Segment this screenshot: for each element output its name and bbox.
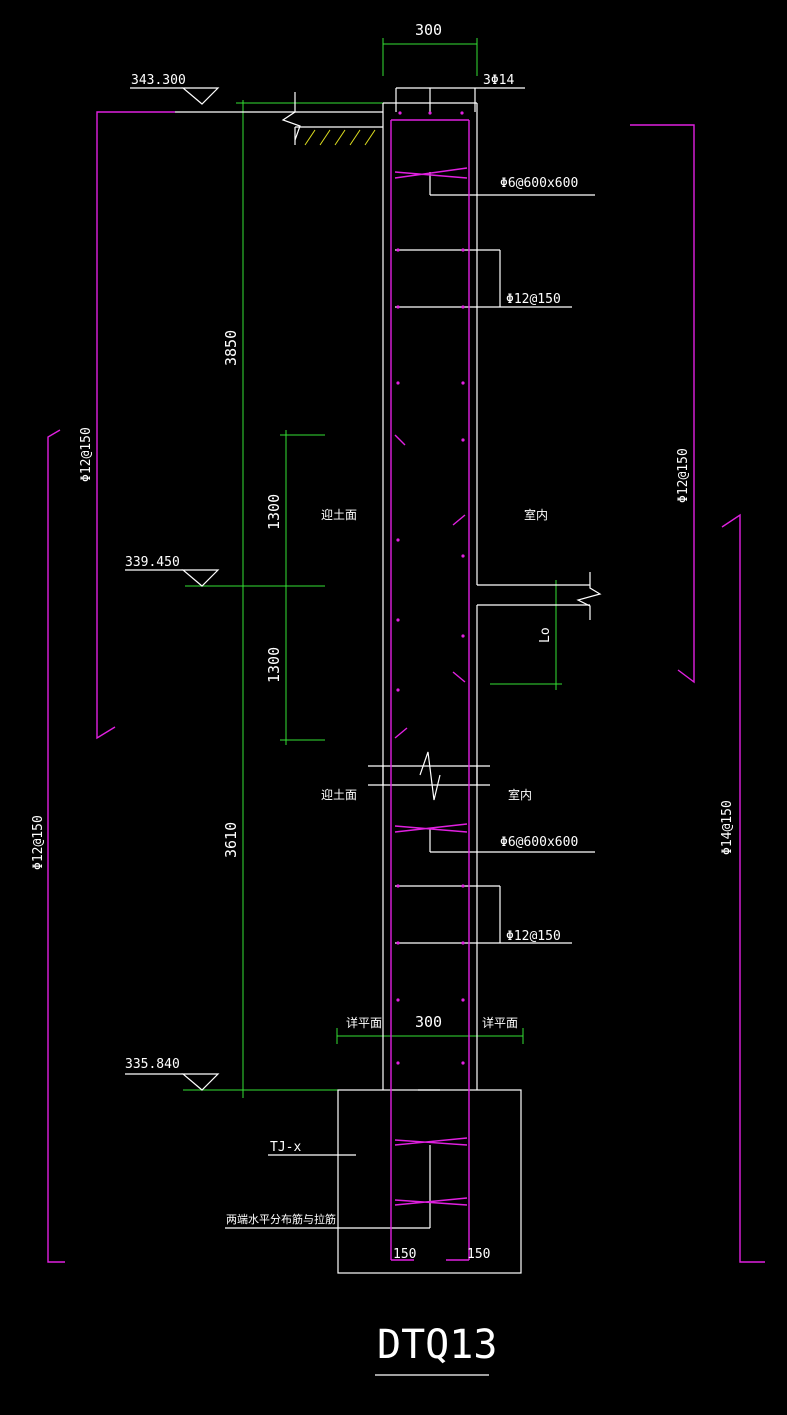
dim-sub-1: 1300 (265, 494, 283, 530)
drawing-title: DTQ13 (377, 1322, 497, 1368)
elevation-mid: 339.450 (125, 555, 180, 570)
rebar-dots (396, 111, 465, 1065)
horiz-label-upper: Φ12@150 (506, 292, 561, 307)
rebar-right-lower: Φ14@150 (720, 800, 735, 855)
dim-sub-2: 1300 (265, 647, 283, 683)
dim-half-right: 150 (467, 1247, 490, 1262)
dim-lower-height: 3610 (222, 822, 240, 858)
footing-note: 两端水平分布筋与拉筋 (226, 1212, 336, 1226)
note-soil-face-upper: 迎土面 (321, 508, 357, 522)
rebar-right-upper: Φ12@150 (676, 448, 691, 503)
note-see-plan-left: 详平面 (346, 1015, 382, 1030)
tie-label-upper: Φ6@600x600 (500, 176, 578, 191)
rebar-left-upper: Φ12@150 (79, 427, 94, 482)
horiz-label-lower: Φ12@150 (506, 929, 561, 944)
dim-lo: Lo (538, 627, 553, 643)
tie-label-lower: Φ6@600x600 (500, 835, 578, 850)
soil-hatch (304, 129, 376, 146)
dim-upper-height: 3850 (222, 330, 240, 366)
rebar (47, 111, 765, 1263)
dim-half-left: 150 (393, 1247, 416, 1262)
footing-label: TJ-x (270, 1140, 301, 1155)
elevation-bottom: 335.840 (125, 1057, 180, 1072)
note-soil-face-lower: 迎土面 (321, 788, 357, 802)
labels: 300 3Φ14 343.300 339.450 335.840 Φ6@600x… (31, 21, 735, 1368)
note-indoor-upper: 室内 (524, 507, 548, 522)
note-see-plan-right: 详平面 (482, 1015, 518, 1030)
wall-outline (125, 87, 602, 1376)
dim-top-width: 300 (415, 21, 442, 39)
rebar-top-bars: 3Φ14 (483, 73, 514, 88)
dim-bottom-width: 300 (415, 1013, 442, 1031)
rebar-left-lower: Φ12@150 (31, 815, 46, 870)
elevation-top: 343.300 (131, 73, 186, 88)
note-indoor-lower: 室内 (508, 787, 532, 802)
dimension-lines (183, 38, 562, 1098)
